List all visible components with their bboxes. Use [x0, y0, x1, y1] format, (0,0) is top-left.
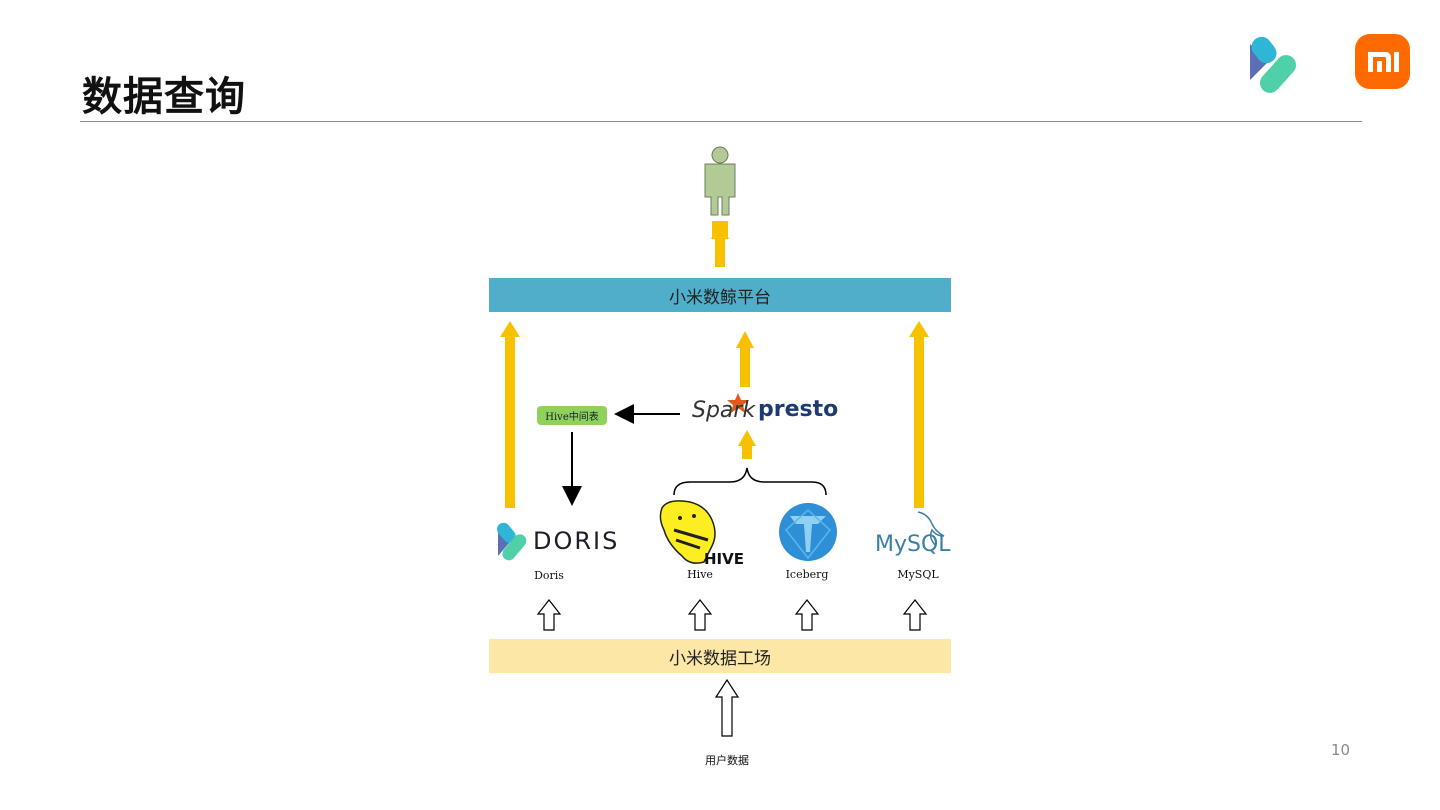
- doris-source-logo-icon: [496, 522, 527, 561]
- arrow-doris-to-platform: [500, 321, 520, 508]
- iceberg-logo-icon: [779, 503, 837, 561]
- spark-star-icon: [727, 393, 749, 413]
- factory-bar: 小米数据工场: [489, 639, 951, 673]
- hive-logo-icon: [659, 500, 716, 564]
- arrow-engines-to-platform: [736, 331, 754, 387]
- person-icon: [704, 146, 736, 216]
- page-number: 10: [1331, 741, 1351, 759]
- doris-logo-icon: [1244, 30, 1300, 100]
- title-divider: [80, 121, 1362, 122]
- hollow-arrow-userdata-to-factory: [714, 678, 740, 737]
- doris-logo-text: DORIS: [533, 527, 620, 555]
- arrow-brace-to-engines: [738, 430, 756, 459]
- mysql-dolphin-icon: [917, 511, 945, 547]
- hive-intermediate-table: Hive中间表: [537, 406, 607, 425]
- source-label-iceberg: Iceberg: [785, 568, 829, 581]
- arrow-mysql-to-platform: [909, 321, 929, 508]
- source-label-hive: Hive: [687, 568, 713, 581]
- xiaomi-logo-icon: [1355, 34, 1410, 89]
- hollow-arrow-factory-to-iceberg: [794, 599, 820, 631]
- hollow-arrow-factory-to-mysql: [902, 599, 928, 631]
- presto-logo-text: presto: [758, 397, 839, 422]
- platform-bar: 小米数鲸平台: [489, 278, 951, 312]
- hive-logo-text: HIVE: [704, 550, 744, 568]
- hollow-arrow-factory-to-doris: [536, 599, 562, 631]
- hollow-arrow-factory-to-hive: [687, 599, 713, 631]
- mysql-logo-word: MySQL: [875, 532, 951, 557]
- source-group-brace: [673, 467, 827, 496]
- source-label-mysql: MySQL: [897, 568, 939, 581]
- source-label-doris: Doris: [534, 569, 564, 582]
- arrow-platform-to-user: [711, 221, 729, 267]
- spark-logo-text: Spark: [692, 398, 756, 423]
- user-data-label: 用户数据: [705, 754, 749, 767]
- page-title: 数据查询: [82, 74, 246, 120]
- mysql-logo-text: MySQL: [875, 532, 951, 557]
